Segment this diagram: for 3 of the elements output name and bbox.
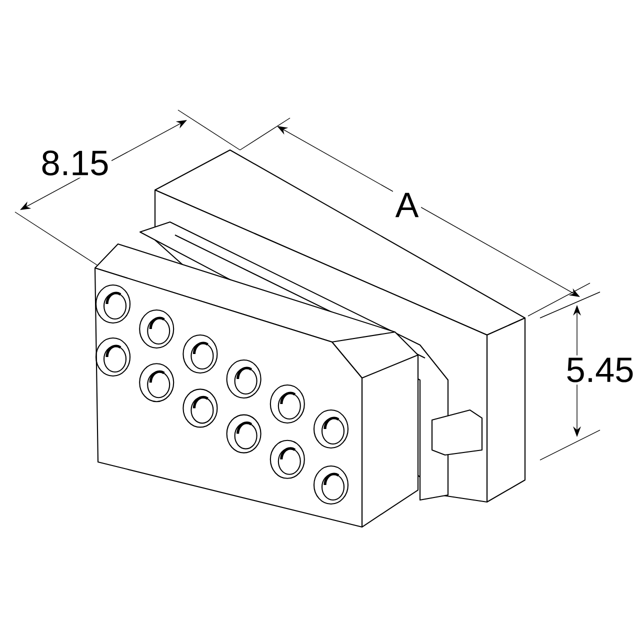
dimension-label: 5.45 — [563, 355, 637, 385]
dimension-label: A — [392, 190, 422, 220]
dimension-label: 8.15 — [38, 148, 112, 178]
